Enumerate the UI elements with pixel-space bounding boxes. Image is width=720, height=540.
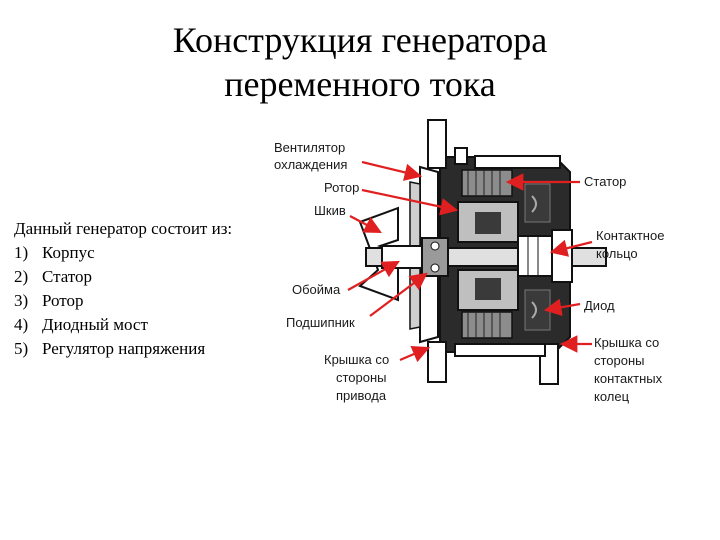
label-drive-cover-1: Крышка со — [324, 352, 389, 367]
label-stator: Статор — [584, 174, 626, 189]
label-bearing: Подшипник — [286, 315, 355, 330]
label-ring-cover-1: Крышка со — [594, 335, 659, 350]
list-item: 5) Регулятор напряжения — [14, 337, 264, 361]
list-item-text: Статор — [42, 267, 93, 286]
label-diode: Диод — [584, 298, 615, 313]
slip-rings — [517, 235, 553, 277]
title-line-1: Конструкция генератора — [172, 20, 548, 60]
list-item-number: 2) — [14, 267, 29, 286]
list-item-number: 5) — [14, 339, 29, 358]
components-description: Данный генератор состоит из: 1) Корпус 2)… — [14, 217, 264, 361]
list-item: 3) Ротор — [14, 289, 264, 313]
label-fan-1: Вентилятор — [274, 140, 345, 155]
label-ring-2: кольцо — [596, 246, 638, 261]
list-item: 1) Корпус — [14, 241, 264, 265]
label-ring-cover-3: контактных — [594, 371, 663, 386]
list-item-text: Регулятор напряжения — [42, 339, 206, 358]
callout-arrows — [347, 160, 593, 363]
label-ring-cover-4: колец — [594, 389, 630, 404]
label-fan-2: охлаждения — [274, 157, 347, 172]
label-drive-cover-2: стороны — [336, 370, 387, 385]
label-cage: Обойма — [292, 282, 341, 297]
components-list: 1) Корпус 2) Статор 3) Ротор 4) Диодный мост… — [14, 241, 264, 361]
alternator-diagram: Вентилятор охлаждения Ротор Шкив Обойма … — [274, 119, 664, 404]
page-title: Конструкция генератора переменного тока — [0, 18, 720, 106]
title-line-2: переменного тока — [224, 64, 496, 104]
list-item-number: 1) — [14, 243, 29, 262]
label-rotor: Ротор — [324, 180, 359, 195]
list-item-number: 3) — [14, 291, 29, 310]
label-pulley: Шкив — [314, 203, 346, 218]
stator-bottom — [461, 311, 513, 339]
list-item: 2) Статор — [14, 265, 264, 289]
mount-ear-top-left — [427, 119, 447, 169]
list-item-text: Корпус — [42, 243, 95, 262]
label-drive-cover-3: привода — [336, 388, 387, 403]
list-item-text: Диодный мост — [42, 315, 148, 334]
alternator-cross-section — [358, 119, 607, 385]
list-item-text: Ротор — [42, 291, 84, 310]
label-ring-1: Контактное — [596, 228, 664, 243]
list-item: 4) Диодный мост — [14, 313, 264, 337]
description-intro: Данный генератор состоит из: — [14, 219, 233, 238]
list-item-number: 4) — [14, 315, 29, 334]
stator-top — [461, 169, 513, 197]
label-ring-cover-2: стороны — [594, 353, 645, 368]
mount-ear-bottom-left — [427, 341, 447, 383]
